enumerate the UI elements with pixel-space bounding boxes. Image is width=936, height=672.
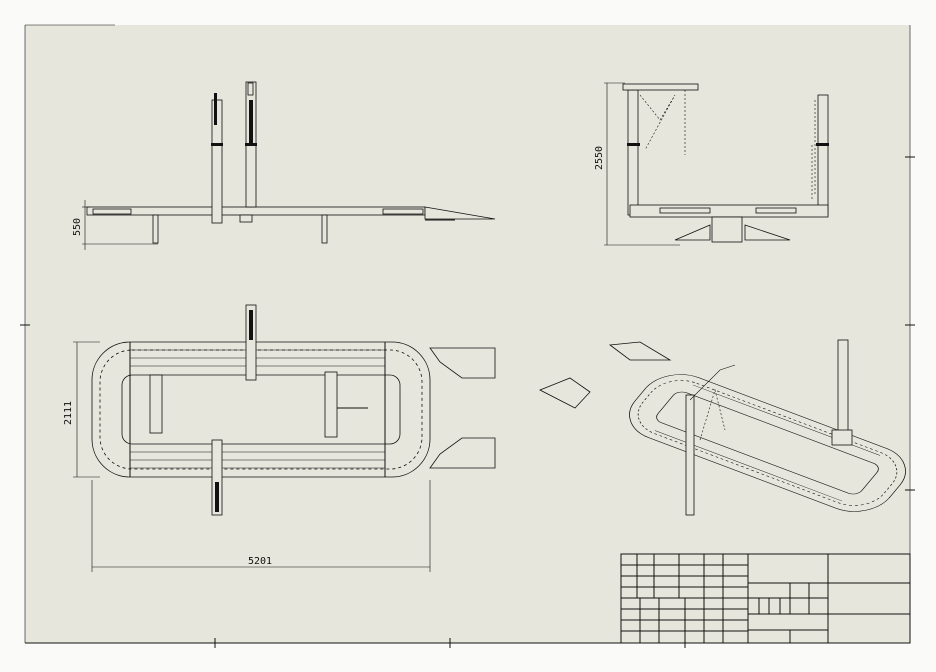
side-height-dimension: 2550 xyxy=(594,82,680,246)
dimension-5201: 5201 xyxy=(248,556,272,567)
plan-length-dimension: 5201 xyxy=(91,480,431,572)
isometric-view xyxy=(539,339,906,516)
title-block xyxy=(620,553,911,644)
dimension-2111: 2111 xyxy=(63,401,74,425)
plan-width-dimension: 2111 xyxy=(63,341,100,478)
dimension-550: 550 xyxy=(72,218,83,236)
drawing-paper xyxy=(25,25,910,643)
side-view xyxy=(622,83,829,243)
plan-view xyxy=(91,304,496,516)
dimension-2550: 2550 xyxy=(594,146,605,170)
front-view xyxy=(86,81,496,244)
front-height-dimension: 550 xyxy=(72,200,158,250)
